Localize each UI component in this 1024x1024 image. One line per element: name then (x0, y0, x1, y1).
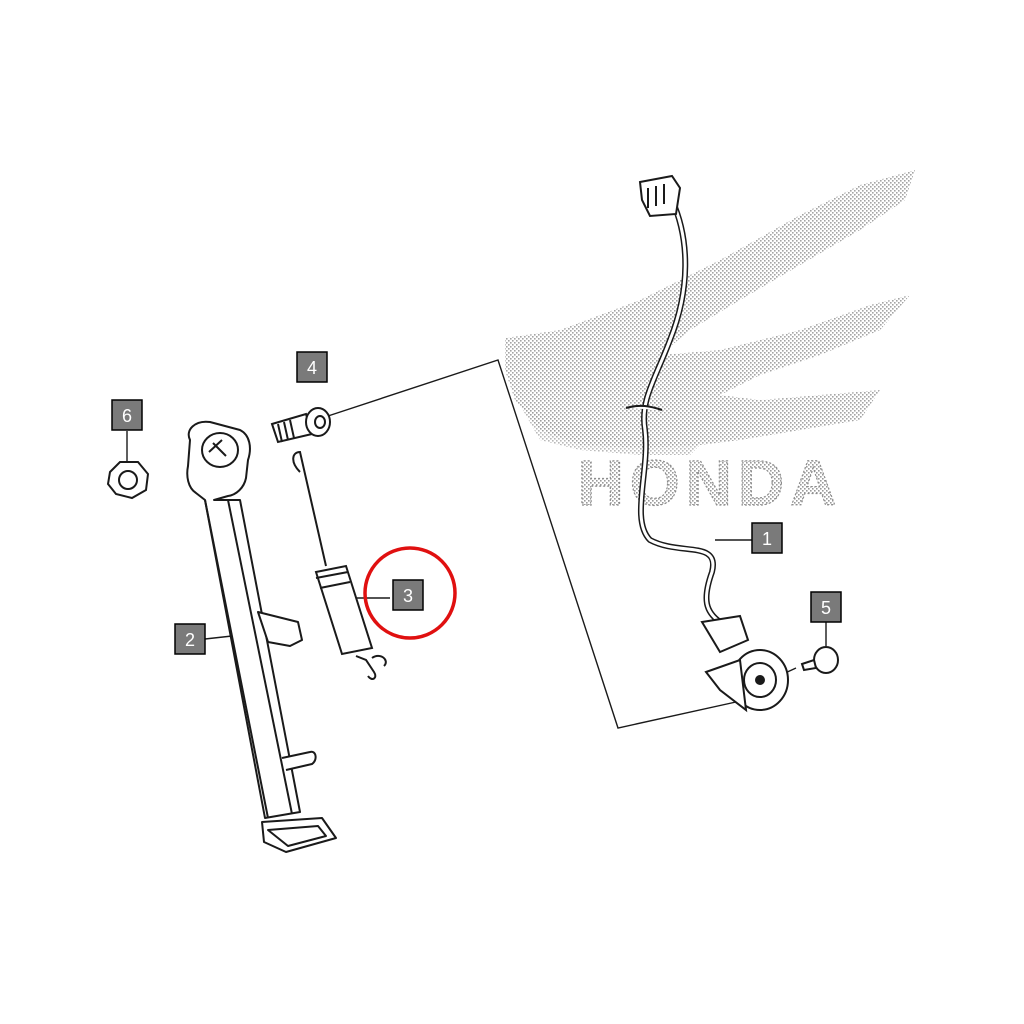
svg-text:HONDA: HONDA (578, 447, 843, 519)
honda-wing-logo (505, 170, 915, 455)
side-stand-switch (625, 174, 789, 713)
callout-1: 1 (751, 522, 783, 554)
side-stand-pivot-bolt (270, 407, 331, 444)
highlight-ring (363, 546, 457, 640)
callout-2: 2 (174, 623, 206, 655)
svg-text:3: 3 (403, 586, 413, 606)
svg-text:5: 5 (821, 598, 831, 618)
svg-text:6: 6 (122, 406, 132, 426)
svg-text:4: 4 (307, 358, 317, 378)
honda-wordmark: HONDA (577, 446, 843, 519)
callout-5: 5 (810, 591, 842, 623)
leader-line-4 (327, 359, 746, 729)
leader-line-2 (204, 635, 233, 640)
svg-text:2: 2 (185, 630, 195, 650)
callout-4: 4 (296, 351, 328, 383)
pivot-nut (106, 461, 150, 500)
callout-6: 6 (111, 399, 143, 431)
side-stand (186, 420, 337, 853)
switch-mounting-bolt (800, 646, 839, 674)
side-stand-spring (292, 450, 387, 680)
callout-3: 3 (392, 579, 424, 611)
svg-text:1: 1 (762, 529, 772, 549)
